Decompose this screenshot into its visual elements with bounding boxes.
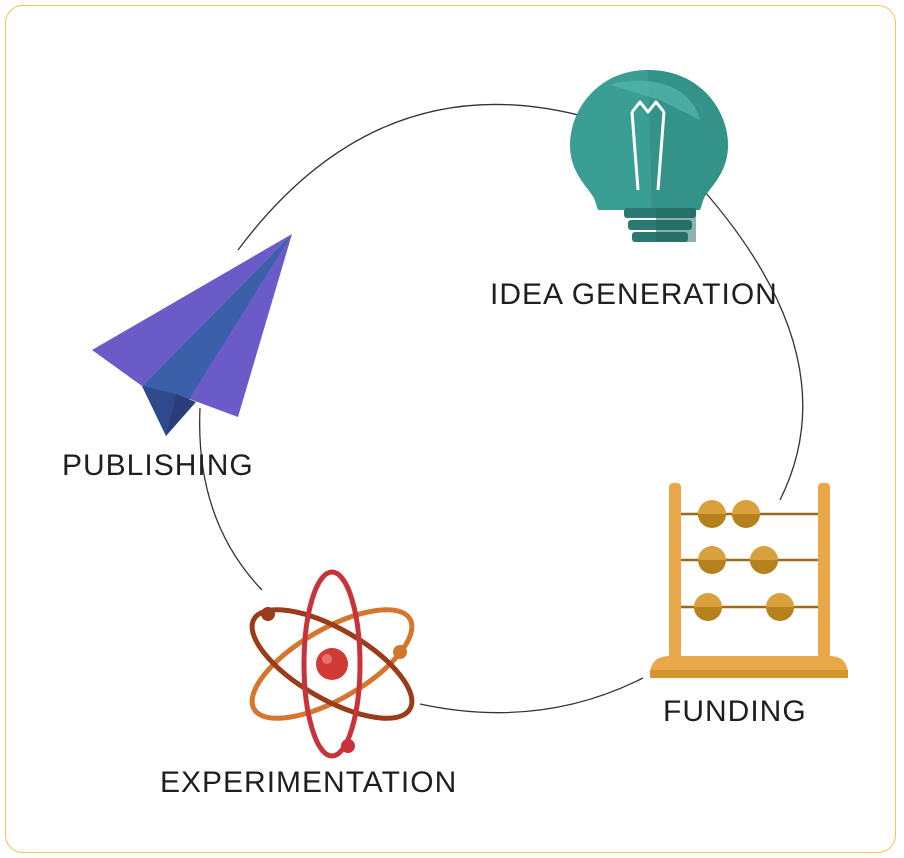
- stage-label-experimentation: EXPERIMENTATION: [160, 766, 458, 799]
- stage-label-publishing: PUBLISHING: [62, 449, 254, 482]
- paper-plane-icon: [92, 234, 292, 436]
- stage-label-idea-generation: IDEA GENERATION: [490, 278, 778, 311]
- stage-label-funding: FUNDING: [663, 695, 807, 728]
- arc-publishing-to-idea: [237, 103, 591, 251]
- arc-experimentation-to-publishing: [199, 407, 263, 591]
- diagram-frame: [5, 5, 896, 853]
- lightbulb-icon: [570, 70, 728, 242]
- arc-funding-to-experimentation: [419, 677, 644, 714]
- abacus-icon: [650, 483, 848, 678]
- arc-idea-to-funding: [704, 191, 804, 501]
- cycle-circle: [199, 103, 804, 714]
- atom-icon: [249, 569, 415, 759]
